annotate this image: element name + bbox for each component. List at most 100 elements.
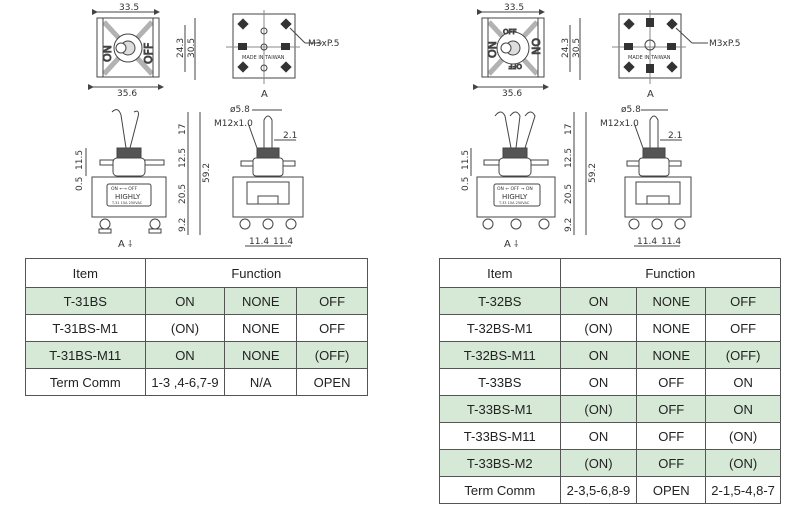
cell-f2: NONE: [636, 287, 707, 315]
cell-item: T-32BS: [439, 287, 561, 315]
cell-item: T-33BS: [439, 368, 561, 396]
cell-f3: ON: [705, 395, 781, 423]
right-end-view: ø5.8 M12x1.0 2.1 11.4 11.4: [600, 105, 692, 247]
dim-gap: 0.5: [75, 177, 85, 191]
cell-item: T-31BS: [25, 287, 146, 315]
cell-f1: (ON): [144, 314, 226, 342]
cell-f1: (ON): [559, 314, 638, 342]
cell-item: T-33BS-M1: [439, 395, 561, 423]
cell-f3: (OFF): [296, 341, 368, 369]
cell-f3: (ON): [705, 449, 781, 477]
switch-label-off-bottom: OFF: [508, 62, 522, 70]
header-item: Item: [25, 258, 146, 288]
cell-f2: OFF: [636, 449, 707, 477]
cell-item: T-32BS-M11: [439, 341, 561, 369]
cell-f3: OFF: [296, 314, 368, 342]
cell-f2: OFF: [636, 422, 707, 450]
cell-item: T-33BS-M11: [439, 422, 561, 450]
header-function: Function: [144, 258, 369, 288]
table-header: Item Function: [25, 258, 369, 288]
cell-f1: (ON): [559, 449, 638, 477]
dim-height-inner: 24.3: [561, 38, 571, 58]
view-arrow-label: A: [118, 239, 125, 250]
cell-f2: OFF: [636, 368, 707, 396]
table-row: T-33BS-M2(ON)OFF(ON): [439, 449, 781, 477]
cell-f3: 2-1,5-4,8-7: [705, 476, 781, 504]
plate-brand: HIGHLY: [502, 193, 528, 201]
cell-f2: OPEN: [636, 476, 707, 504]
dim-width-bottom: 35.6: [117, 89, 137, 99]
dim-pitch-b: 11.4: [661, 237, 681, 247]
switch-label-on-right: ON: [529, 38, 542, 55]
dim-diameter: ø5.8: [230, 105, 250, 115]
plate-brand: HIGHLY: [115, 193, 141, 201]
dim-height-inner: 24.3: [176, 38, 186, 58]
cell-item: T-31BS-M1: [25, 314, 146, 342]
dim-terminal: 9.2: [178, 218, 188, 232]
plate-rating: T-31 15A 250VAC: [111, 201, 143, 205]
cell-item: T-33BS-M2: [439, 449, 561, 477]
dim-width-bottom: 35.6: [502, 89, 522, 99]
view-arrow-label: A: [504, 239, 511, 250]
cell-f1: ON: [144, 341, 226, 369]
dim-body: 20.5: [564, 184, 574, 204]
cell-item: Term Comm: [439, 476, 561, 504]
dim-width-top: 33.5: [504, 3, 524, 13]
dim-lever: 17: [178, 124, 188, 135]
screw-thread-label: M3xP.5: [308, 39, 339, 49]
dim-total: 59.2: [588, 163, 598, 183]
dim-bushing: 12.5: [178, 148, 188, 168]
dim-height-outer: 30.5: [572, 38, 582, 58]
cell-f2: NONE: [636, 314, 707, 342]
dim-pitch-a: 11.4: [637, 237, 657, 247]
cell-f2: NONE: [224, 314, 298, 342]
screw-thread-label: M3xP.5: [709, 39, 740, 49]
switch-label-off: OFF: [142, 43, 155, 64]
left-side-view: ON ←→ OFF HIGHLY T-31 15A 250VAC 17 12.5…: [75, 109, 212, 250]
dim-thread: M12x1.0: [214, 119, 253, 129]
dim-terminal: 9.2: [564, 218, 574, 232]
switch-label-off-top: OFF: [503, 28, 517, 36]
plate-positions: ON ← OFF → ON: [497, 186, 533, 192]
dim-total: 59.2: [202, 163, 212, 183]
dim-diameter: ø5.8: [621, 105, 641, 115]
cell-item: T-32BS-M1: [439, 314, 561, 342]
dim-bushing-left: 11.5: [75, 150, 85, 170]
table-header: Item Function: [439, 258, 782, 288]
dim-small: 2.1: [283, 131, 297, 141]
cell-f1: 1-3 ,4-6,7-9: [144, 368, 226, 396]
dim-body: 20.5: [178, 184, 188, 204]
cell-f2: NONE: [636, 341, 707, 369]
cell-f2: NONE: [224, 287, 298, 315]
dim-bushing: 12.5: [564, 148, 574, 168]
cell-f2: OFF: [636, 395, 707, 423]
cell-f2: N/A: [224, 368, 298, 396]
right-top-view: ON ON OFF OFF 33.5 35.6 24.3 30.5: [473, 3, 582, 99]
switch-label-on: ON: [101, 45, 114, 62]
technical-drawings: ON OFF 33.5 35.6 24.3 30.5 MADE IN TAIWA…: [75, 3, 740, 250]
header-item: Item: [439, 258, 561, 288]
cell-f3: ON: [705, 368, 781, 396]
stamp-text: MADE IN TAIWAN: [628, 55, 671, 61]
plate-positions: ON ←→ OFF: [111, 186, 137, 192]
dim-gap: 0.5: [461, 177, 471, 191]
cell-f1: ON: [559, 341, 638, 369]
dim-pitch-b: 11.4: [273, 237, 293, 247]
dim-lever: 17: [564, 124, 574, 135]
dim-bushing-left: 11.5: [461, 150, 471, 170]
cell-f3: OFF: [705, 287, 781, 315]
view-label: A: [647, 89, 654, 100]
cell-f3: OFF: [296, 287, 368, 315]
cell-f3: (ON): [705, 422, 781, 450]
dim-thread: M12x1.0: [600, 119, 639, 129]
